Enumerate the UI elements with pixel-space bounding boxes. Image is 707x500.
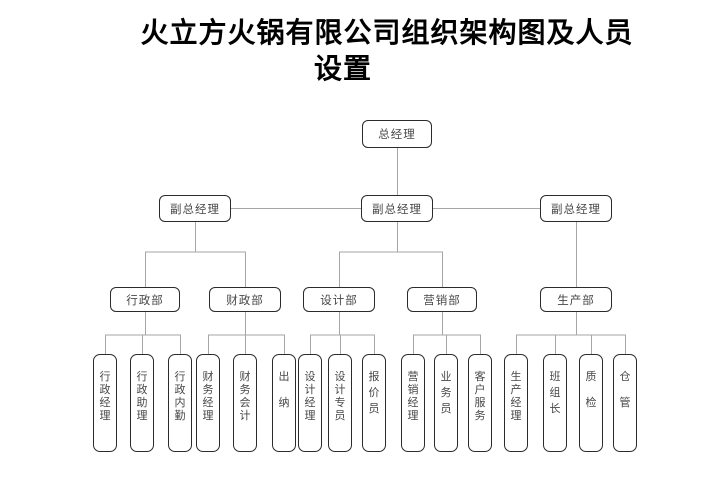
- node-dept-production: 生产部: [540, 287, 612, 312]
- page-title-line1: 火立方火锅有限公司组织架构图及人员: [140, 18, 634, 49]
- node-general-manager: 总经理: [362, 120, 432, 148]
- node-deputy-manager-left: 副总经理: [159, 195, 231, 222]
- node-staff-design-specialist: 设计专员: [328, 354, 352, 452]
- node-staff-quality-inspector: 质检: [579, 354, 603, 452]
- node-dept-admin: 行政部: [110, 287, 180, 312]
- node-staff-customer-service: 客户服务: [468, 354, 492, 452]
- node-staff-marketing-manager: 营销经理: [401, 354, 425, 452]
- node-staff-quotation-clerk: 报价员: [362, 354, 386, 452]
- node-staff-cashier: 出纳: [272, 354, 296, 452]
- node-staff-admin-clerk: 行政内勤: [168, 354, 192, 452]
- node-dept-marketing: 营销部: [407, 287, 477, 312]
- node-staff-salesperson: 业务员: [434, 354, 458, 452]
- node-staff-admin-manager: 行政经理: [93, 354, 117, 452]
- node-dept-design: 设计部: [303, 287, 375, 312]
- node-deputy-manager-middle: 副总经理: [361, 195, 433, 222]
- node-staff-design-manager: 设计经理: [298, 354, 322, 452]
- node-dept-finance: 财政部: [209, 287, 281, 312]
- page-title-line2: 设置: [313, 54, 372, 85]
- node-staff-production-manager: 生产经理: [504, 354, 528, 452]
- node-staff-finance-manager: 财务经理: [196, 354, 220, 452]
- node-staff-admin-assistant: 行政助理: [130, 354, 154, 452]
- node-staff-warehouse-keeper: 仓管: [613, 354, 637, 452]
- node-staff-team-leader: 班组长: [543, 354, 567, 452]
- node-staff-accountant: 财务会计: [233, 354, 257, 452]
- node-deputy-manager-right: 副总经理: [540, 195, 612, 222]
